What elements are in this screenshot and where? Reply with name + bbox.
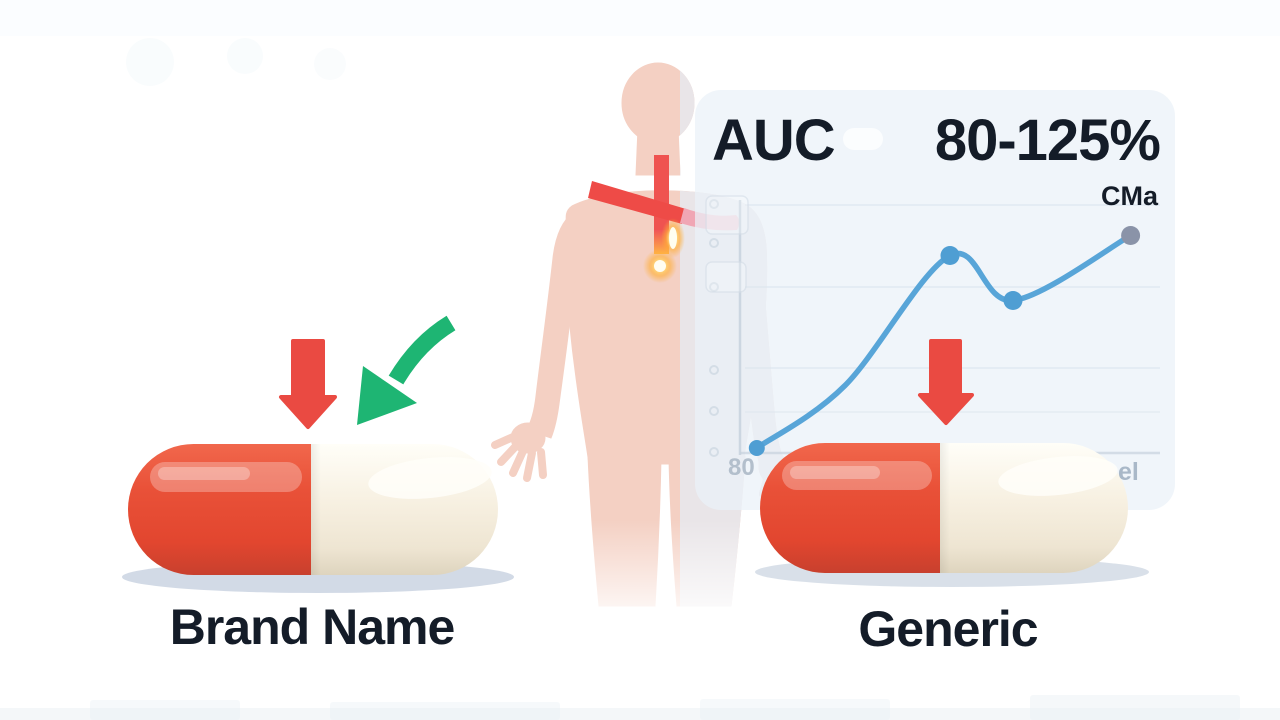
body-fade: [540, 520, 800, 630]
brand-name-label: Brand Name: [169, 599, 456, 655]
chart-origin-tick: 80: [728, 454, 755, 481]
curve-data-point: [748, 440, 765, 456]
curve-data-point: [940, 246, 960, 265]
brand-capsule: [122, 444, 514, 593]
background-top-haze: [0, 0, 1280, 86]
bioequivalence-panel: [695, 90, 1175, 510]
red-down-arrow-left-icon: [279, 339, 337, 429]
concentration-curve: [748, 226, 1141, 456]
glow-dot-icon: [643, 218, 685, 283]
green-curved-arrow-icon: [357, 315, 456, 425]
generic-capsule: [755, 443, 1149, 587]
bioequivalence-range-value: 80-125%: [934, 108, 1161, 173]
red-down-arrow-right-icon: [918, 339, 974, 425]
generic-label: Generic: [858, 601, 1038, 657]
cmax-metric-label: CMa: [1100, 181, 1158, 211]
chart-axis-end-label: el: [1118, 458, 1139, 486]
curve-data-point: [1003, 291, 1023, 310]
pill-ghost-icon: [843, 128, 883, 150]
curve-data-point: [1121, 226, 1141, 245]
auc-metric-label: AUC: [712, 108, 836, 173]
background-bottom-haze: [0, 695, 1280, 720]
